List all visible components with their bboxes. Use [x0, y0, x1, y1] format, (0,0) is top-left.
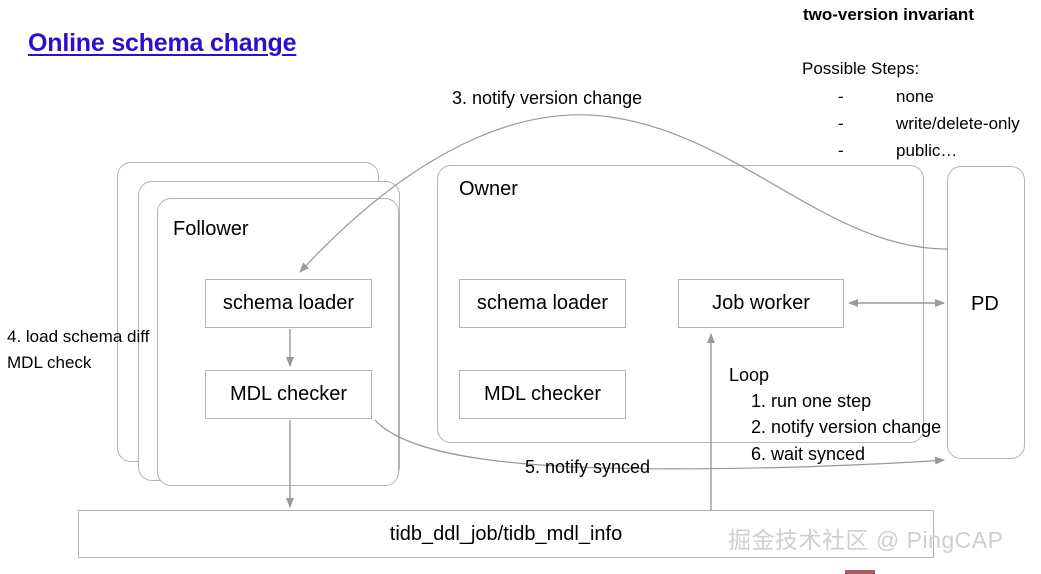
bullet-dash-icon: - — [838, 141, 844, 160]
follower-mdl-checker-box: MDL checker — [205, 370, 372, 419]
owner-schema-loader-box: schema loader — [459, 279, 626, 328]
possible-step-label: public… — [896, 141, 958, 160]
bullet-dash-icon: - — [838, 87, 844, 106]
follower-mdl-checker-label: MDL checker — [229, 383, 348, 405]
possible-step-item: - write/delete-only — [838, 114, 1038, 136]
load-schema-diff-note-line1: 4. load schema diff — [7, 327, 150, 346]
follower-schema-loader-box: schema loader — [205, 279, 372, 328]
loop-step-item: 6. wait synced — [751, 444, 866, 464]
owner-schema-loader-label: schema loader — [476, 292, 609, 314]
watermark: 掘金技术社区 @ PingCAP — [728, 527, 1004, 553]
bullet-dash-icon: - — [838, 114, 844, 133]
possible-step-item: - none — [838, 87, 1038, 109]
bottom-red-mark — [845, 570, 875, 574]
possible-steps-title: Possible Steps: — [802, 59, 920, 78]
loop-step-item: 2. notify version change — [751, 417, 942, 437]
edge-label-notify-version-change: 3. notify version change — [452, 88, 643, 108]
pd-label: PD — [971, 293, 999, 315]
owner-job-worker-box: Job worker — [678, 279, 844, 328]
two-version-invariant-note: two-version invariant — [803, 5, 974, 24]
loop-step-item: 1. run one step — [751, 391, 872, 411]
possible-step-label: write/delete-only — [896, 114, 1020, 133]
owner-job-worker-label: Job worker — [712, 292, 810, 314]
follower-container — [157, 198, 399, 486]
page-title: Online schema change — [28, 29, 297, 57]
load-schema-diff-note-line2: MDL check — [7, 353, 92, 372]
follower-label: Follower — [173, 218, 249, 240]
owner-mdl-checker-label: MDL checker — [483, 383, 602, 405]
store-label: tidb_ddl_job/tidb_mdl_info — [389, 522, 623, 545]
possible-step-label: none — [896, 87, 934, 106]
edge-label-notify-synced: 5. notify synced — [525, 457, 651, 477]
pd-container — [947, 166, 1025, 459]
possible-step-item: - public… — [838, 141, 1038, 163]
owner-label: Owner — [459, 178, 518, 200]
owner-mdl-checker-box: MDL checker — [459, 370, 626, 419]
loop-title: Loop — [729, 365, 770, 385]
store-box: tidb_ddl_job/tidb_mdl_info — [78, 510, 934, 558]
follower-schema-loader-label: schema loader — [222, 292, 355, 314]
